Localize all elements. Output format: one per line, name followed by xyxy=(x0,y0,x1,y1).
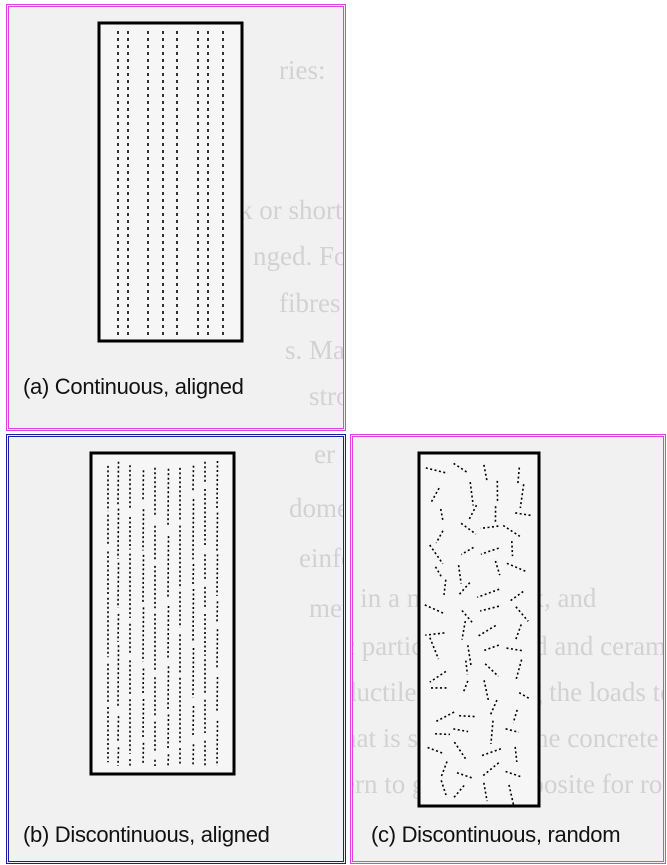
panel-discontinuous-random: s in a metal matrix, and c particles are… xyxy=(350,434,666,864)
svg-text:er compositess are used: er compositess are used xyxy=(314,439,343,469)
background-text-ghost: er compositess are used domestic shower … xyxy=(289,439,343,623)
caption-discontinuous-aligned: (b) Discontinuous, aligned xyxy=(23,822,270,848)
svg-text:nged. For example,: nged. For example, xyxy=(253,241,343,271)
composite-outline xyxy=(419,453,539,806)
svg-text:metal matrix, and: metal matrix, and xyxy=(309,593,343,623)
svg-text:stronger and surfa: stronger and surfa xyxy=(309,381,343,411)
short-fibre xyxy=(217,513,218,551)
short-fibre xyxy=(168,754,169,766)
svg-text:domestic shower units: domestic shower units xyxy=(289,493,343,523)
diagram-discontinuous-random: s in a metal matrix, and c particles are… xyxy=(353,437,663,861)
diagram-continuous-aligned: ries: k or short fibres, and nged. For e… xyxy=(9,7,343,428)
diagram-discontinuous-aligned: er compositess are used domestic shower … xyxy=(9,437,343,861)
panel-continuous-aligned: ries: k or short fibres, and nged. For e… xyxy=(6,4,346,431)
svg-text:fibres in polymers: fibres in polymers xyxy=(279,288,343,318)
caption-discontinuous-random: (c) Discontinuous, random xyxy=(371,822,620,848)
composite-outline xyxy=(99,23,242,341)
svg-text:k or short fibres, and: k or short fibres, and xyxy=(239,195,343,225)
svg-text:s. Many plastics are: s. Many plastics are xyxy=(285,335,343,365)
caption-continuous-aligned: (a) Continuous, aligned xyxy=(23,374,244,400)
composite-outline xyxy=(91,453,234,774)
svg-text:einforced with woven: einforced with woven xyxy=(299,543,343,573)
svg-text:ries:: ries: xyxy=(279,55,326,85)
panel-discontinuous-aligned: er compositess are used domestic shower … xyxy=(6,434,346,864)
background-text-ghost: ries: k or short fibres, and nged. For e… xyxy=(239,55,343,411)
